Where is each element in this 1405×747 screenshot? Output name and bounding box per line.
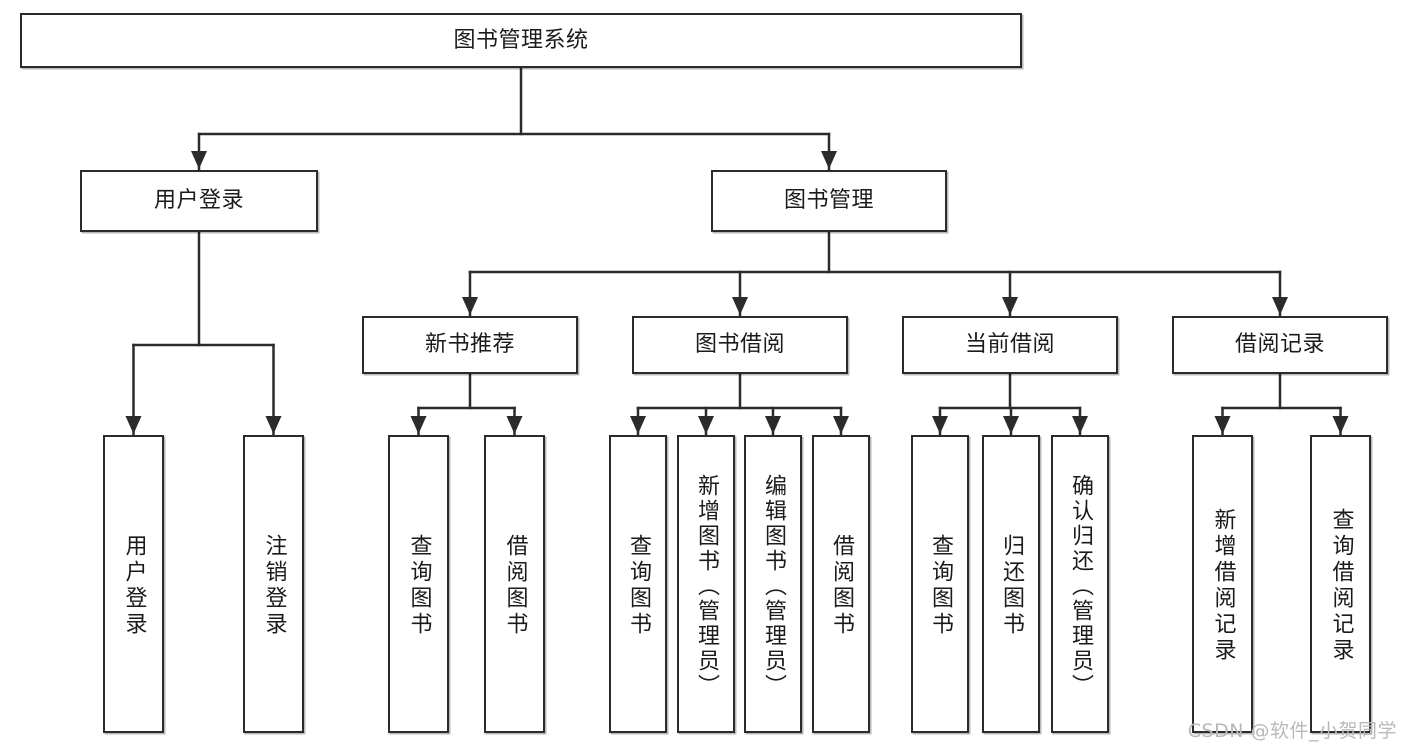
node-leaf-query-record[interactable]: 查询借阅记录 xyxy=(1310,435,1371,733)
node-leaf-query-book-2[interactable]: 查询图书 xyxy=(609,435,667,733)
arrowhead-leaf-return-book xyxy=(1003,416,1019,434)
node-label: 查询图书 xyxy=(626,534,651,638)
node-leaf-query-book-1[interactable]: 查询图书 xyxy=(388,435,449,733)
node-label: 图书借阅 xyxy=(694,332,785,358)
arrowhead-book-manage xyxy=(821,151,837,169)
node-book-borrow[interactable]: 图书借阅 xyxy=(632,316,848,374)
node-leaf-logout[interactable]: 注销登录 xyxy=(243,435,304,733)
node-root[interactable]: 图书管理系统 xyxy=(20,13,1022,68)
node-leaf-edit-book[interactable]: 编辑图书（管理员） xyxy=(744,435,802,733)
node-book-manage[interactable]: 图书管理 xyxy=(711,170,947,232)
arrowhead-leaf-user-login xyxy=(125,416,142,434)
node-borrow-record[interactable]: 借阅记录 xyxy=(1172,316,1388,374)
node-label: 新增图书（管理员） xyxy=(694,473,719,699)
arrowhead-book-borrow xyxy=(732,297,748,315)
node-label: 查询图书 xyxy=(406,534,432,638)
arrowhead-leaf-query-record xyxy=(1332,416,1349,434)
arrowhead-leaf-query-book-1 xyxy=(410,416,427,434)
node-label: 用户登录 xyxy=(121,534,147,638)
arrowhead-user-login xyxy=(191,151,207,169)
node-label: 图书管理 xyxy=(783,188,874,214)
node-label: 新增借阅记录 xyxy=(1210,508,1236,664)
arrowhead-leaf-borrow-book-2 xyxy=(833,416,849,434)
arrowhead-leaf-query-book-3 xyxy=(932,416,948,434)
arrowhead-new-book-rec xyxy=(462,297,478,315)
node-label: 注销登录 xyxy=(261,534,287,638)
node-label: 编辑图书（管理员） xyxy=(761,473,786,699)
node-leaf-user-login[interactable]: 用户登录 xyxy=(103,435,164,733)
arrowhead-leaf-confirm-return xyxy=(1072,416,1088,434)
node-label: 确认归还（管理员） xyxy=(1068,473,1093,699)
node-label: 借阅图书 xyxy=(829,534,854,638)
arrowhead-leaf-borrow-book-1 xyxy=(506,416,523,434)
node-current-borrow[interactable]: 当前借阅 xyxy=(902,316,1118,374)
node-label: 查询借阅记录 xyxy=(1328,508,1354,664)
arrowhead-current-borrow xyxy=(1002,297,1018,315)
node-label: 借阅记录 xyxy=(1234,332,1325,358)
node-leaf-query-book-3[interactable]: 查询图书 xyxy=(911,435,969,733)
arrowhead-borrow-record xyxy=(1272,297,1288,315)
node-leaf-borrow-book-2[interactable]: 借阅图书 xyxy=(812,435,870,733)
arrowhead-leaf-edit-book xyxy=(765,416,781,434)
arrowhead-leaf-query-book-2 xyxy=(630,416,646,434)
node-label: 借阅图书 xyxy=(502,534,528,638)
node-leaf-add-record[interactable]: 新增借阅记录 xyxy=(1192,435,1253,733)
node-label: 查询图书 xyxy=(928,534,953,638)
node-user-login[interactable]: 用户登录 xyxy=(80,170,318,232)
node-leaf-add-book[interactable]: 新增图书（管理员） xyxy=(677,435,735,733)
csdn-watermark: CSDN @软件_小贺同学 xyxy=(1187,720,1397,742)
node-leaf-borrow-book-1[interactable]: 借阅图书 xyxy=(484,435,545,733)
arrowhead-leaf-logout xyxy=(265,416,282,434)
node-new-book-rec[interactable]: 新书推荐 xyxy=(362,316,578,374)
arrowhead-leaf-add-book xyxy=(698,416,714,434)
node-leaf-return-book[interactable]: 归还图书 xyxy=(982,435,1040,733)
node-leaf-confirm-return[interactable]: 确认归还（管理员） xyxy=(1051,435,1109,733)
node-label: 图书管理系统 xyxy=(453,27,589,53)
node-label: 用户登录 xyxy=(153,188,244,214)
arrowhead-leaf-add-record xyxy=(1214,416,1231,434)
node-label: 新书推荐 xyxy=(424,332,515,358)
node-label: 当前借阅 xyxy=(964,332,1055,358)
node-label: 归还图书 xyxy=(999,534,1024,638)
